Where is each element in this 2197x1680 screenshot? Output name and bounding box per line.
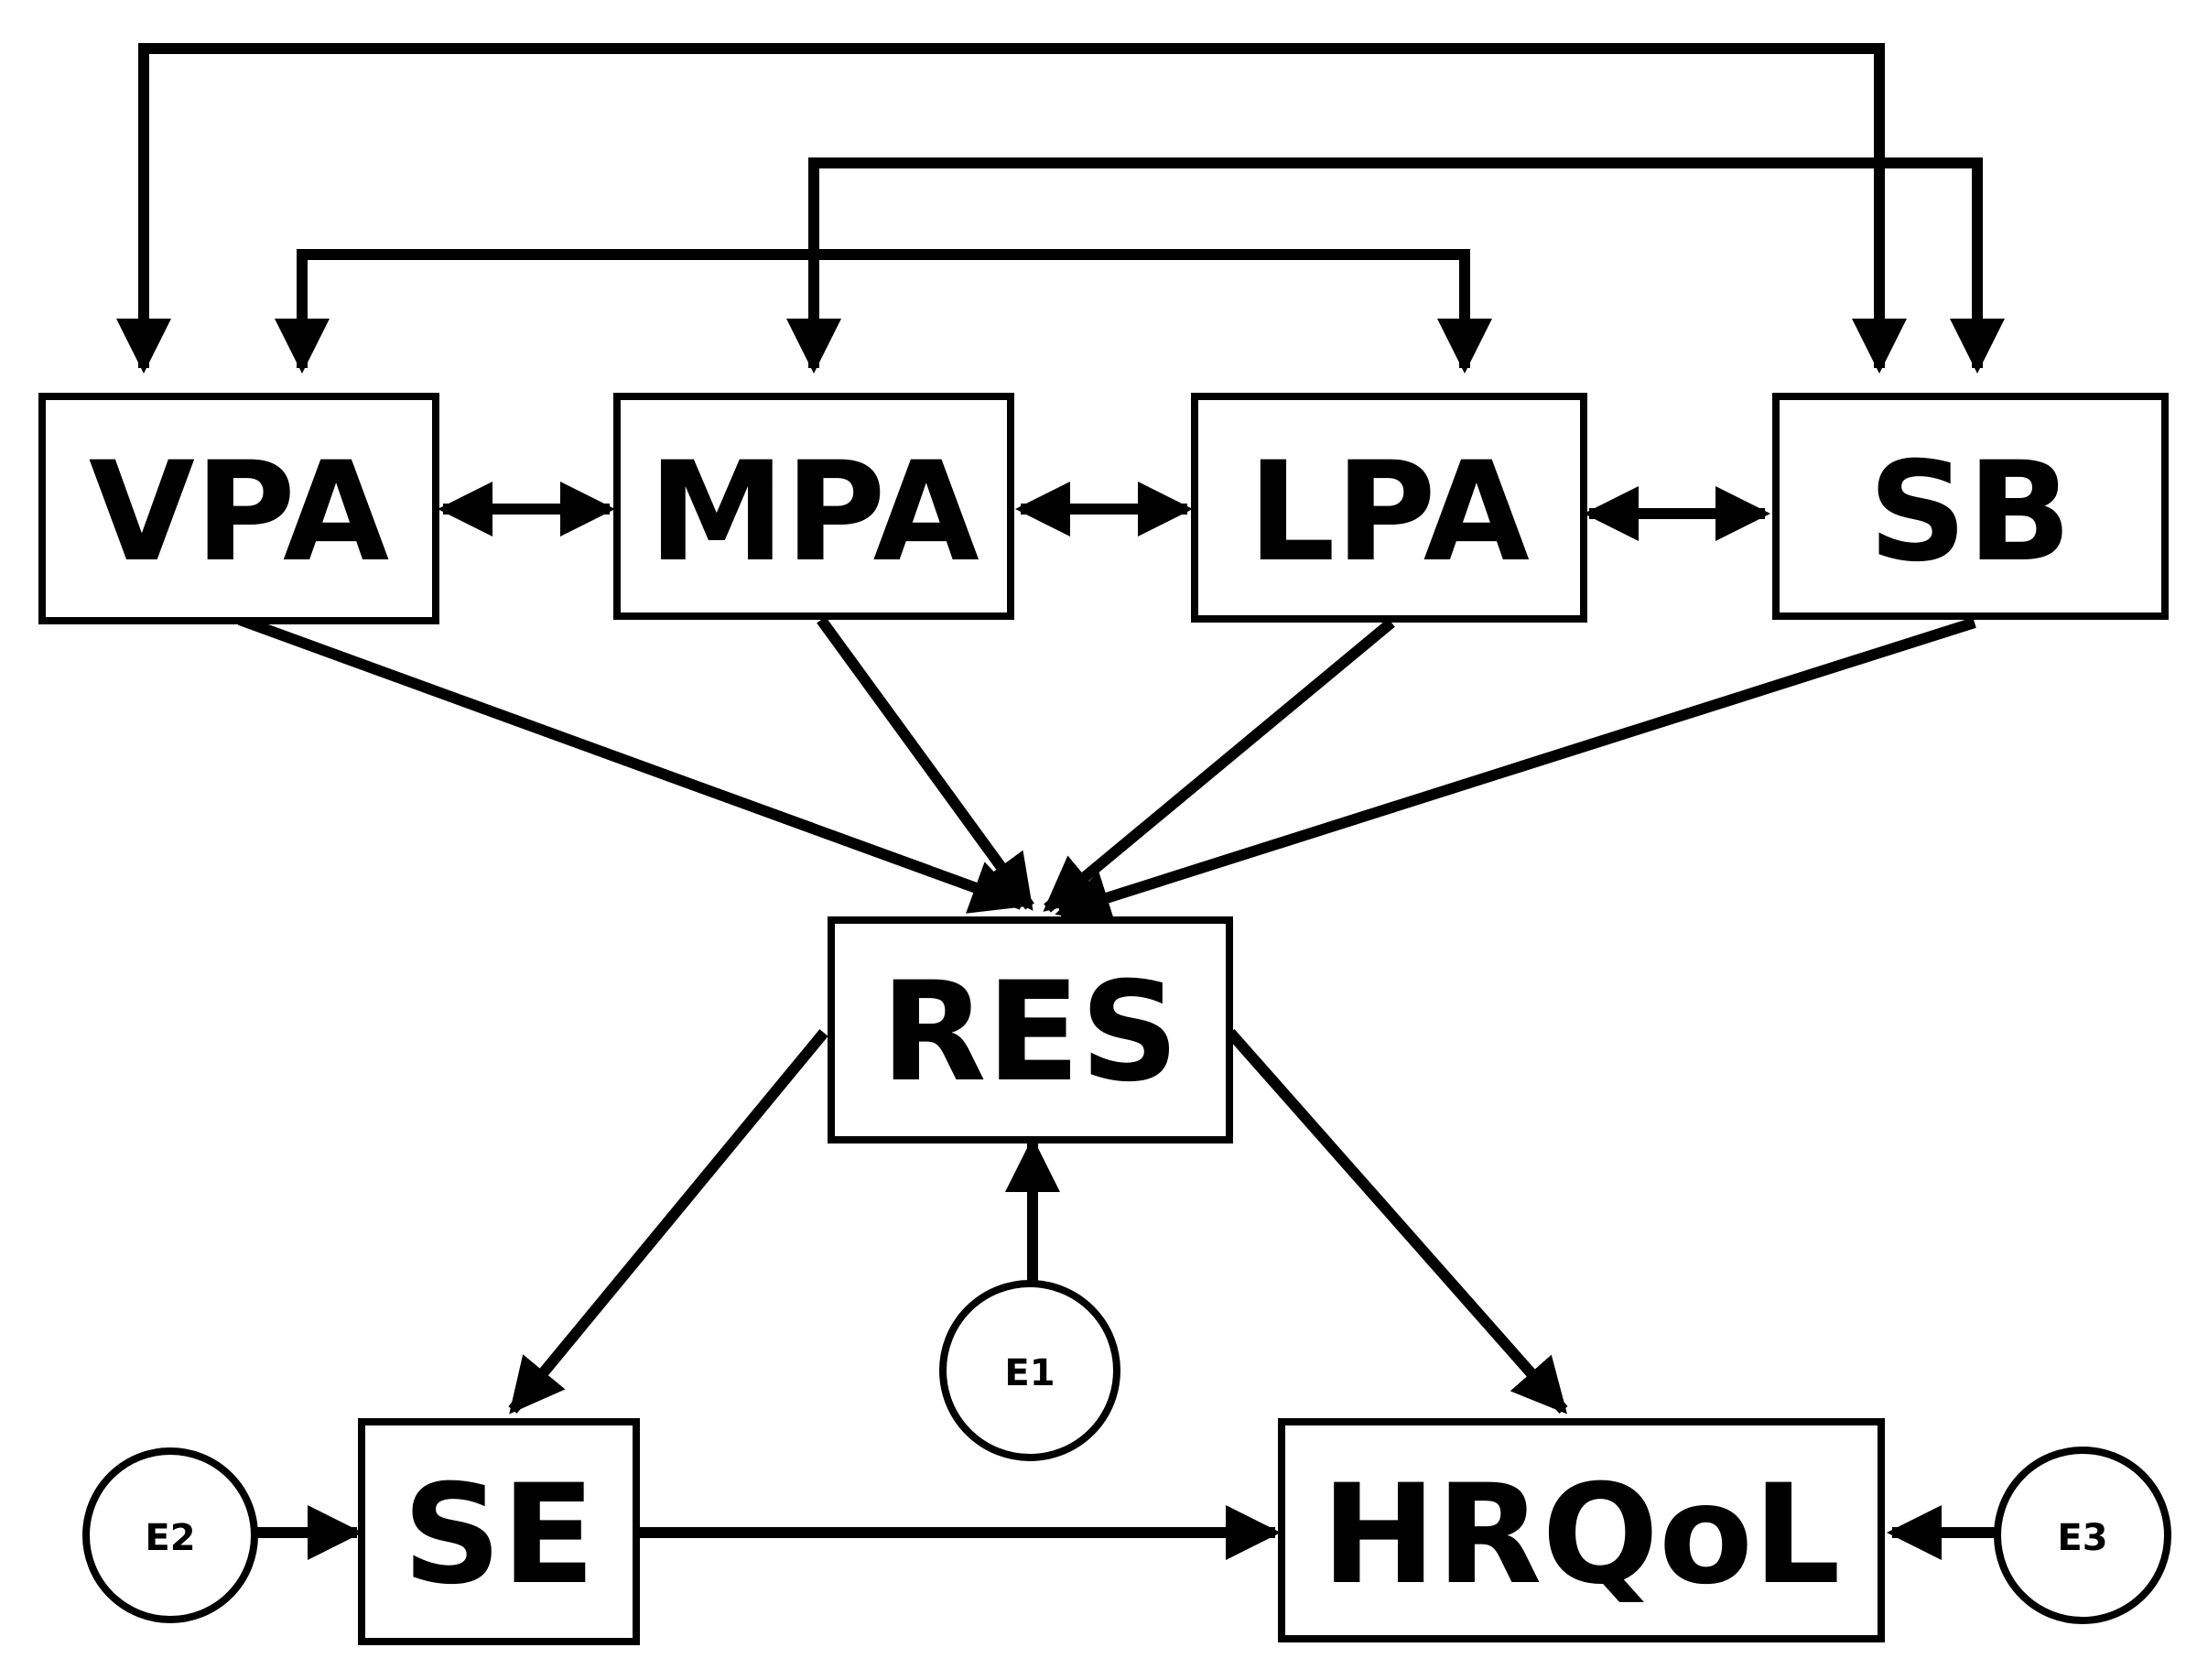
- node-se-label: SE: [403, 1456, 596, 1615]
- path-lpa-res: [1043, 618, 1395, 913]
- path-mpa-res: [817, 616, 1034, 911]
- covariance-mpa-sb: [786, 157, 2005, 374]
- error-e2-label: E2: [145, 1517, 195, 1559]
- node-vpa-label: VPA: [89, 433, 389, 592]
- node-vpa: VPA: [38, 393, 439, 624]
- node-hrqol: HRQoL: [1278, 1418, 1885, 1642]
- node-mpa: MPA: [613, 393, 1014, 620]
- path-sb-res: [1055, 617, 1976, 925]
- path-vpa-res: [237, 614, 1027, 914]
- path-res-hrqol: [1226, 1029, 1568, 1414]
- node-sb-label: SB: [1868, 433, 2072, 592]
- covariance-vpa-sb: [116, 43, 1907, 374]
- node-sb: SB: [1772, 393, 2169, 620]
- node-hrqol-label: HRQoL: [1321, 1456, 1840, 1615]
- error-e3: E3: [1994, 1447, 2171, 1624]
- node-lpa: LPA: [1191, 393, 1587, 623]
- node-mpa-label: MPA: [648, 433, 979, 592]
- covariance-vpa-lpa: [275, 249, 1492, 374]
- node-se: SE: [358, 1418, 640, 1645]
- error-e1: E1: [939, 1280, 1120, 1461]
- path-res-se: [508, 1029, 828, 1414]
- error-e3-label: E3: [2057, 1517, 2107, 1559]
- node-res-label: RES: [881, 953, 1179, 1112]
- node-res: RES: [828, 916, 1233, 1143]
- node-lpa-label: LPA: [1248, 433, 1530, 592]
- error-e1-label: E1: [1004, 1352, 1055, 1394]
- error-e2: E2: [82, 1447, 258, 1623]
